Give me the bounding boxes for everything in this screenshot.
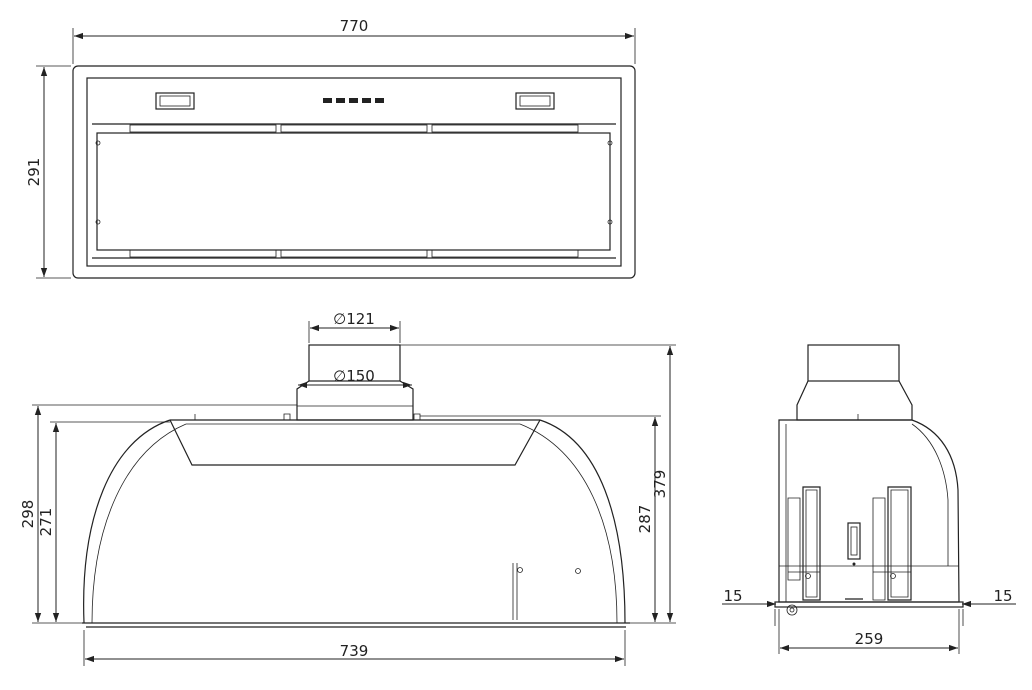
left-outer-height-label: 298	[19, 500, 37, 529]
side-left-offset-label: 15	[723, 587, 742, 605]
body-right-edge	[539, 419, 626, 624]
side-switch	[847, 522, 861, 560]
left-lamp-switch	[155, 92, 195, 110]
front-view: ∅121 ∅150 739 298 271 287 379	[19, 310, 676, 666]
filter-rail-bottom-2	[280, 249, 428, 258]
body-left-edge	[83, 419, 171, 624]
filter-rail-bottom-3	[431, 249, 579, 258]
duct-inner-label: ∅150	[333, 367, 375, 385]
front-width-label: 739	[340, 642, 369, 660]
top-width-label: 770	[340, 17, 369, 35]
side-screw	[786, 604, 798, 616]
filter-rail-bottom-1	[129, 249, 277, 258]
right-lamp-inner	[519, 95, 551, 107]
right-bracket	[887, 486, 912, 601]
side-right-offset-label: 15	[993, 587, 1012, 605]
outer-frame	[72, 65, 636, 279]
filter-rail-top-1	[129, 124, 277, 133]
top-view: 770 291	[25, 17, 636, 279]
outlet-duct-base	[296, 380, 414, 421]
top-height-label: 291	[25, 158, 43, 187]
filter-rail-top-3	[431, 124, 579, 133]
filter-rail-top-2	[280, 124, 428, 133]
right-body-height-label: 287	[636, 505, 654, 534]
left-bracket	[802, 486, 821, 601]
side-body	[778, 419, 960, 603]
side-duct-base	[796, 380, 913, 421]
body-top-face	[169, 419, 541, 466]
side-view: 15 15 259	[722, 344, 1016, 654]
glass-panel	[96, 132, 611, 251]
right-lamp-switch	[515, 92, 555, 110]
left-inner-height-label: 271	[37, 508, 55, 537]
control-buttons	[323, 98, 384, 103]
side-duct-top	[807, 344, 900, 382]
side-base-plate	[774, 601, 964, 608]
right-total-height-label: 379	[651, 470, 669, 499]
outlet-duct-top	[308, 344, 401, 382]
duct-outer-label: ∅121	[333, 310, 375, 328]
left-lamp-inner	[159, 95, 191, 107]
side-depth-label: 259	[855, 630, 884, 648]
inner-frame	[86, 77, 622, 267]
